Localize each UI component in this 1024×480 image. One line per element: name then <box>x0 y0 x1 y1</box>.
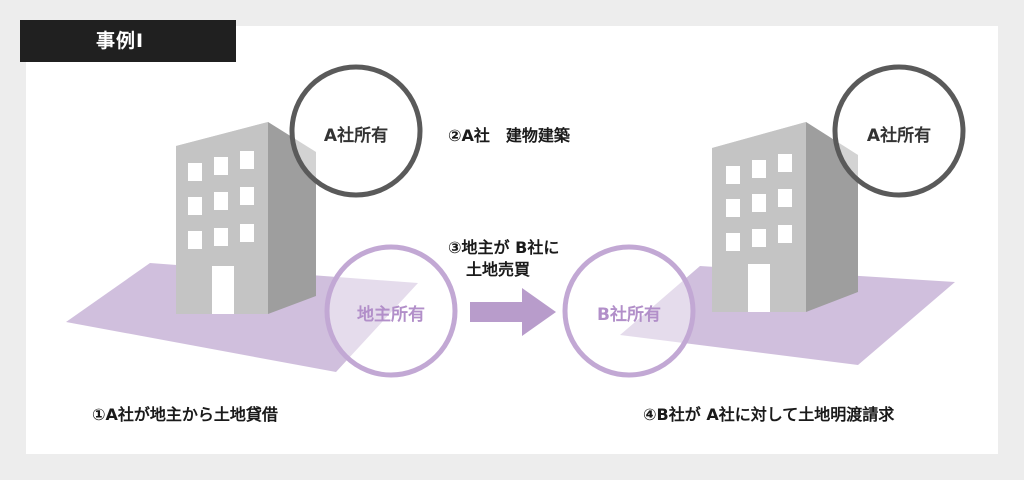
left-land-owner-circle <box>324 244 458 378</box>
right-building-owner-circle <box>832 64 966 198</box>
step1-label: ①A社が地主から土地貸借 <box>92 405 278 424</box>
case-title: 事例Ⅰ <box>20 20 236 62</box>
step3-label-line2: 土地売買 <box>466 260 531 279</box>
step4-label: ④B社が A社に対して土地明渡請求 <box>643 405 895 424</box>
left-building-owner-label: A社所有 <box>323 126 389 146</box>
right-land-owner-circle <box>562 244 696 378</box>
left-building <box>176 122 316 314</box>
left-land-owner-label: 地主所有 <box>357 305 425 325</box>
right-building-owner-label: A社所有 <box>866 126 932 146</box>
right-land-owner-label: B社所有 <box>597 305 661 325</box>
left-building-owner-circle <box>289 64 423 198</box>
right-land-parcel <box>620 266 955 365</box>
step2-label: ②A社 建物建築 <box>448 126 570 145</box>
step3-label-line1: ③地主が B社に <box>448 238 560 257</box>
transfer-arrow <box>470 288 556 336</box>
